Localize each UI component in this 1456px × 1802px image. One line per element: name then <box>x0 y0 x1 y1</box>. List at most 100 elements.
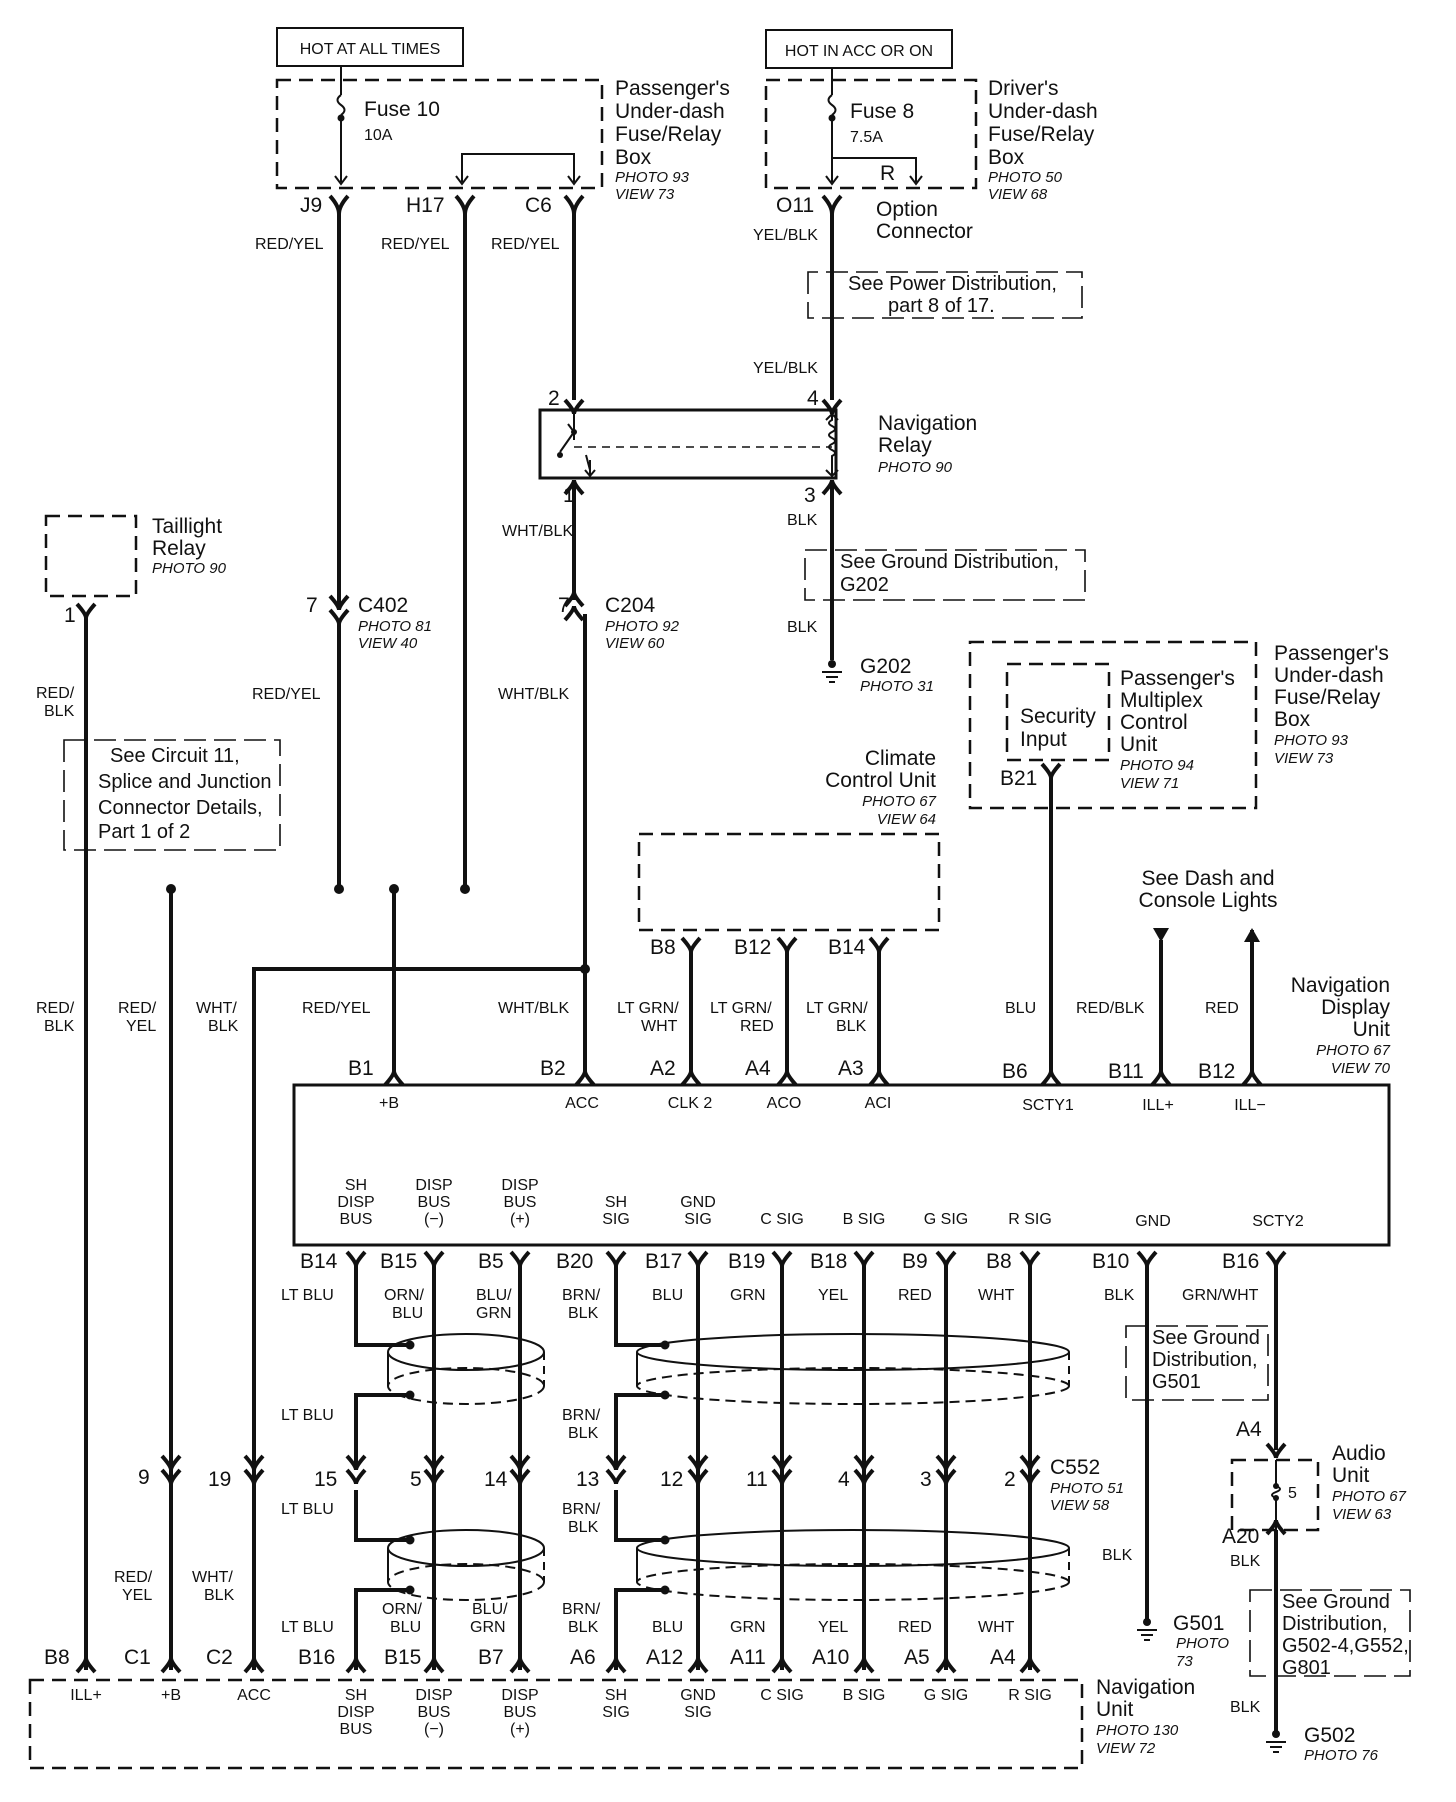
navigation-display-unit: Navigation Display Unit PHOTO 67 VIEW 70 <box>292 974 1391 1247</box>
svg-text:SIG: SIG <box>602 1211 630 1228</box>
svg-text:RED/: RED/ <box>118 1000 157 1017</box>
svg-text:Under-dash: Under-dash <box>988 100 1098 123</box>
svg-text:BLK: BLK <box>568 1425 599 1442</box>
svg-text:BLU: BLU <box>392 1305 423 1322</box>
svg-text:5: 5 <box>410 1468 422 1491</box>
svg-text:BLU: BLU <box>1005 1000 1036 1017</box>
svg-text:ACI: ACI <box>865 1095 892 1112</box>
svg-text:ILL−: ILL− <box>1234 1097 1266 1114</box>
svg-text:B8: B8 <box>650 936 676 959</box>
svg-text:A4: A4 <box>745 1057 771 1080</box>
svg-text:PHOTO 93: PHOTO 93 <box>615 169 690 186</box>
svg-text:Driver's: Driver's <box>988 77 1059 100</box>
svg-text:Passenger's: Passenger's <box>1274 642 1389 665</box>
svg-text:SIG: SIG <box>684 1704 712 1721</box>
svg-text:B15: B15 <box>384 1646 421 1669</box>
svg-text:BLK: BLK <box>44 703 75 720</box>
svg-text:G502: G502 <box>1304 1724 1355 1747</box>
svg-text:ACC: ACC <box>565 1095 599 1112</box>
svg-text:Passenger's: Passenger's <box>1120 667 1235 690</box>
svg-text:7: 7 <box>558 594 570 617</box>
wire-acc-bus <box>252 967 585 1670</box>
svg-text:B12: B12 <box>734 936 771 959</box>
ndu-lower-terminals: SH DISP BUS DISP BUS (−) DISP BUS (+) SH… <box>337 1177 1304 1230</box>
svg-text:DISP: DISP <box>337 1194 374 1211</box>
svg-text:SH: SH <box>345 1687 367 1704</box>
navigation-relay: 2 4 1 3 Navigation Relay PHOTO 90 <box>538 387 977 507</box>
fuse10-rating: 10A <box>364 127 393 144</box>
svg-text:J9: J9 <box>300 194 322 217</box>
svg-text:13: 13 <box>576 1468 599 1491</box>
svg-text:BLK: BLK <box>1102 1547 1133 1564</box>
svg-text:GND: GND <box>680 1194 716 1211</box>
svg-text:WHT: WHT <box>978 1619 1015 1636</box>
svg-text:VIEW 71: VIEW 71 <box>1120 775 1179 792</box>
svg-text:LT BLU: LT BLU <box>281 1407 334 1424</box>
svg-text:GRN: GRN <box>730 1287 766 1304</box>
hot-in-acc-label: HOT IN ACC OR ON <box>765 29 953 69</box>
svg-text:PHOTO 76: PHOTO 76 <box>1304 1747 1379 1764</box>
climate-control-unit: Climate Control Unit PHOTO 67 VIEW 64 <box>637 747 941 932</box>
svg-text:Splice and Junction: Splice and Junction <box>98 771 271 793</box>
svg-text:C402: C402 <box>358 594 408 617</box>
svg-text:BLK: BLK <box>44 1018 75 1035</box>
svg-text:Fuse/Relay: Fuse/Relay <box>988 123 1095 146</box>
svg-text:Unit: Unit <box>1096 1698 1134 1721</box>
svg-text:BRN/: BRN/ <box>562 1601 601 1618</box>
svg-text:GRN: GRN <box>476 1305 512 1322</box>
svg-text:A2: A2 <box>650 1057 676 1080</box>
svg-text:C204: C204 <box>605 594 656 617</box>
svg-text:BUS: BUS <box>340 1721 373 1738</box>
svg-text:R SIG: R SIG <box>1008 1211 1052 1228</box>
svg-text:YEL/BLK: YEL/BLK <box>753 227 818 244</box>
g501-ground-icon <box>1137 1618 1157 1641</box>
svg-text:VIEW 68: VIEW 68 <box>988 186 1048 203</box>
svg-text:G202: G202 <box>860 655 911 678</box>
svg-text:RED/YEL: RED/YEL <box>491 236 560 253</box>
svg-text:part 8 of 17.: part 8 of 17. <box>888 295 995 317</box>
svg-text:BLU: BLU <box>390 1619 421 1636</box>
svg-text:VIEW 73: VIEW 73 <box>615 186 675 203</box>
svg-text:Multiplex: Multiplex <box>1120 689 1203 712</box>
fuse10-label: Fuse 10 <box>364 98 440 121</box>
svg-text:Under-dash: Under-dash <box>615 100 725 123</box>
svg-text:DISP: DISP <box>501 1687 538 1704</box>
svg-text:G501: G501 <box>1173 1612 1224 1635</box>
taillight-relay: Taillight Relay PHOTO 90 1 <box>44 514 227 627</box>
svg-text:WHT/: WHT/ <box>192 1569 233 1586</box>
hot-at-all-times-label: HOT AT ALL TIMES <box>276 27 464 67</box>
svg-text:ACC: ACC <box>237 1687 271 1704</box>
svg-text:BLK: BLK <box>787 512 818 529</box>
svg-text:VIEW 58: VIEW 58 <box>1050 1497 1110 1514</box>
svg-text:YEL/BLK: YEL/BLK <box>753 360 818 377</box>
c552-connector: 9 19 15 5 14 13 12 11 4 3 2 C552 PHOTO 5… <box>138 1456 1124 1514</box>
svg-text:B14: B14 <box>828 936 866 959</box>
svg-text:(+): (+) <box>510 1721 530 1738</box>
svg-text:BLK: BLK <box>568 1305 599 1322</box>
svg-text:SCTY1: SCTY1 <box>1022 1097 1074 1114</box>
svg-text:73: 73 <box>1176 1653 1193 1670</box>
svg-text:B12: B12 <box>1198 1060 1235 1083</box>
svg-text:See Power Distribution,: See Power Distribution, <box>848 273 1057 295</box>
svg-text:5: 5 <box>1288 1485 1297 1502</box>
svg-text:Distribution,: Distribution, <box>1152 1349 1258 1371</box>
svg-text:G502-4,G552,: G502-4,G552, <box>1282 1635 1409 1657</box>
svg-text:DISP: DISP <box>415 1177 452 1194</box>
svg-text:RED/YEL: RED/YEL <box>252 686 321 703</box>
svg-text:B SIG: B SIG <box>843 1211 886 1228</box>
svg-text:C SIG: C SIG <box>760 1211 804 1228</box>
svg-text:+B: +B <box>379 1095 399 1112</box>
svg-text:BRN/: BRN/ <box>562 1287 601 1304</box>
svg-text:BLU: BLU <box>652 1287 683 1304</box>
navigation-unit: ILL+ +B ACC SH DISP BUS DISP BUS (−) DIS… <box>28 1676 1195 1770</box>
svg-text:R: R <box>880 162 895 185</box>
svg-text:VIEW 40: VIEW 40 <box>358 635 418 652</box>
svg-text:BLU/: BLU/ <box>476 1287 512 1304</box>
see-ground-g501-note: See Ground Distribution, G501 <box>1125 1325 1269 1401</box>
arrow-down-icon <box>1153 928 1169 942</box>
nu-pins: B8 C1 C2 B16 B15 B7 A6 A12 A11 A10 A5 A4 <box>44 1646 1016 1669</box>
svg-text:B SIG: B SIG <box>843 1687 886 1704</box>
svg-text:ORN/: ORN/ <box>382 1601 423 1618</box>
svg-text:1: 1 <box>64 604 76 627</box>
